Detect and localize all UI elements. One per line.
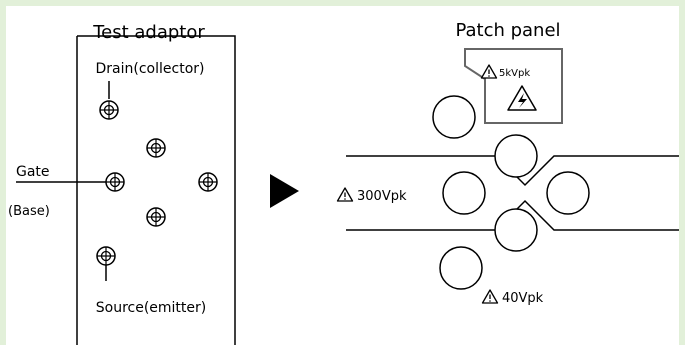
hv-warning-label: 5kVpk	[499, 68, 530, 79]
terminal-icon	[198, 172, 218, 192]
low-warning-label: 40Vpk	[502, 291, 544, 306]
warning-triangle-icon	[336, 187, 354, 202]
drain-label: Drain(collector)	[96, 61, 205, 77]
terminal-icon	[146, 138, 166, 158]
mid-warning-label: 300Vpk	[357, 189, 407, 204]
panel-socket	[494, 134, 538, 178]
adaptor-title: Test adaptor	[92, 22, 205, 43]
source-label: Source(emitter)	[96, 300, 207, 316]
lightning-warning-icon	[507, 85, 537, 111]
panel-socket	[494, 208, 538, 252]
hv-callout	[464, 48, 563, 124]
base-label: (Base)	[8, 204, 50, 219]
gate-label: Gate	[16, 164, 50, 180]
adaptor-box	[76, 35, 236, 345]
hv-socket	[432, 95, 476, 139]
channel-bottom-line	[346, 199, 679, 231]
source-terminal-icon	[96, 246, 116, 266]
right-pointing-triangle-icon	[270, 174, 299, 208]
gate-terminal-icon	[105, 172, 125, 192]
diagram-frame: Test adaptor Drain(collector) Gate (Base…	[6, 6, 679, 345]
panel-title: Patch panel	[455, 20, 560, 41]
terminal-icon	[146, 207, 166, 227]
panel-socket	[546, 171, 590, 215]
panel-socket	[442, 171, 486, 215]
drain-terminal-icon	[99, 100, 119, 120]
channel-top-line	[346, 155, 679, 187]
panel-socket	[439, 246, 483, 290]
warning-triangle-icon	[481, 289, 499, 304]
diagram-canvas: Test adaptor Drain(collector) Gate (Base…	[8, 20, 679, 345]
